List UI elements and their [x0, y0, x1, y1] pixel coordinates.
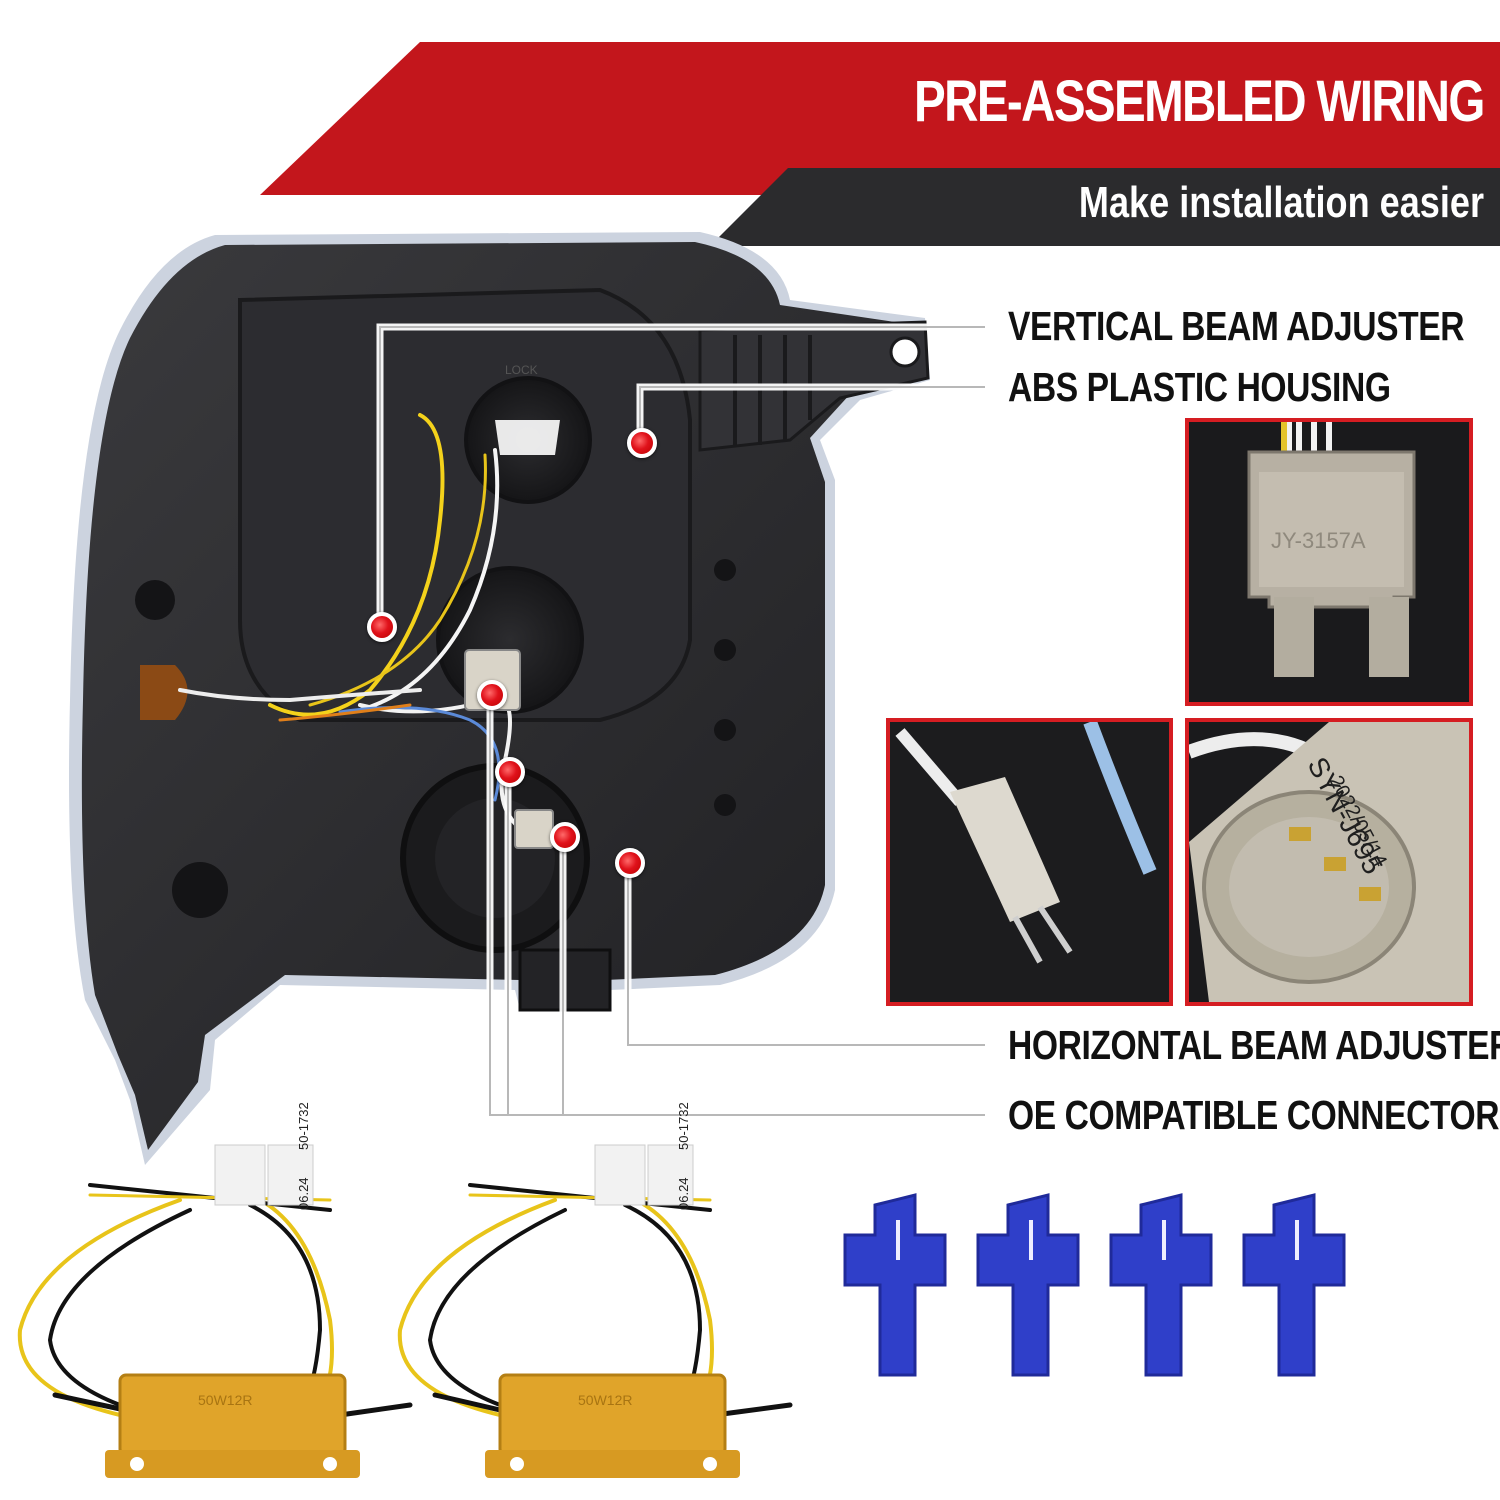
resistor-tag-code-1: 50-1732 [296, 1102, 311, 1150]
load-resistors-image [17, 1144, 793, 1478]
feature-horizontal-beam-adjuster: HORIZONTAL BEAM ADJUSTER [1008, 1022, 1500, 1068]
feature-oe-compatible-connectors: OE COMPATIBLE CONNECTORS [1008, 1092, 1500, 1138]
resistor-body-2 [498, 1373, 727, 1457]
connector-9007-image [1189, 722, 1469, 1002]
subtitle-banner [710, 168, 1500, 246]
splice-clips-image [843, 1193, 1346, 1377]
lock-label: LOCK [505, 363, 538, 377]
wedge-connector-image [890, 722, 1169, 1002]
marker-dot-abs-housing [627, 428, 657, 458]
plug-3157-label: JY-3157A [1271, 528, 1366, 553]
thumbnail-9007-connector: 2022/05/14 SYN-J695 [1185, 718, 1473, 1006]
resistor-rating-2: 50W12R [578, 1392, 633, 1408]
marker-dot-connector-1 [477, 680, 507, 710]
resistor-body-1 [118, 1373, 347, 1457]
page-title: PRE-ASSEMBLED WIRING [914, 69, 1485, 134]
thumbnail-3157-connector: JY-3157A [1185, 418, 1473, 706]
resistor-tag-date-2: 06.24 [676, 1177, 691, 1210]
marker-dot-connector-3 [550, 822, 580, 852]
marker-dot-horizontal-adjuster [615, 848, 645, 878]
thumbnail-wedge-connector [886, 718, 1173, 1006]
splice-clip-2 [976, 1193, 1080, 1377]
page-subtitle: Make installation easier [1078, 178, 1484, 227]
marker-dot-vertical-adjuster [367, 612, 397, 642]
splice-clip-1 [843, 1193, 947, 1377]
marker-dot-connector-2 [495, 757, 525, 787]
feature-vertical-beam-adjuster: VERTICAL BEAM ADJUSTER [1008, 303, 1465, 349]
resistor-rating-1: 50W12R [198, 1392, 253, 1408]
connector-3157-image [1189, 422, 1469, 702]
resistor-tag-code-2: 50-1732 [676, 1102, 691, 1150]
feature-abs-plastic-housing: ABS PLASTIC HOUSING [1008, 364, 1391, 410]
resistor-tag-date-1: 06.24 [296, 1177, 311, 1210]
splice-clip-3 [1109, 1193, 1213, 1377]
splice-clip-4 [1242, 1193, 1346, 1377]
